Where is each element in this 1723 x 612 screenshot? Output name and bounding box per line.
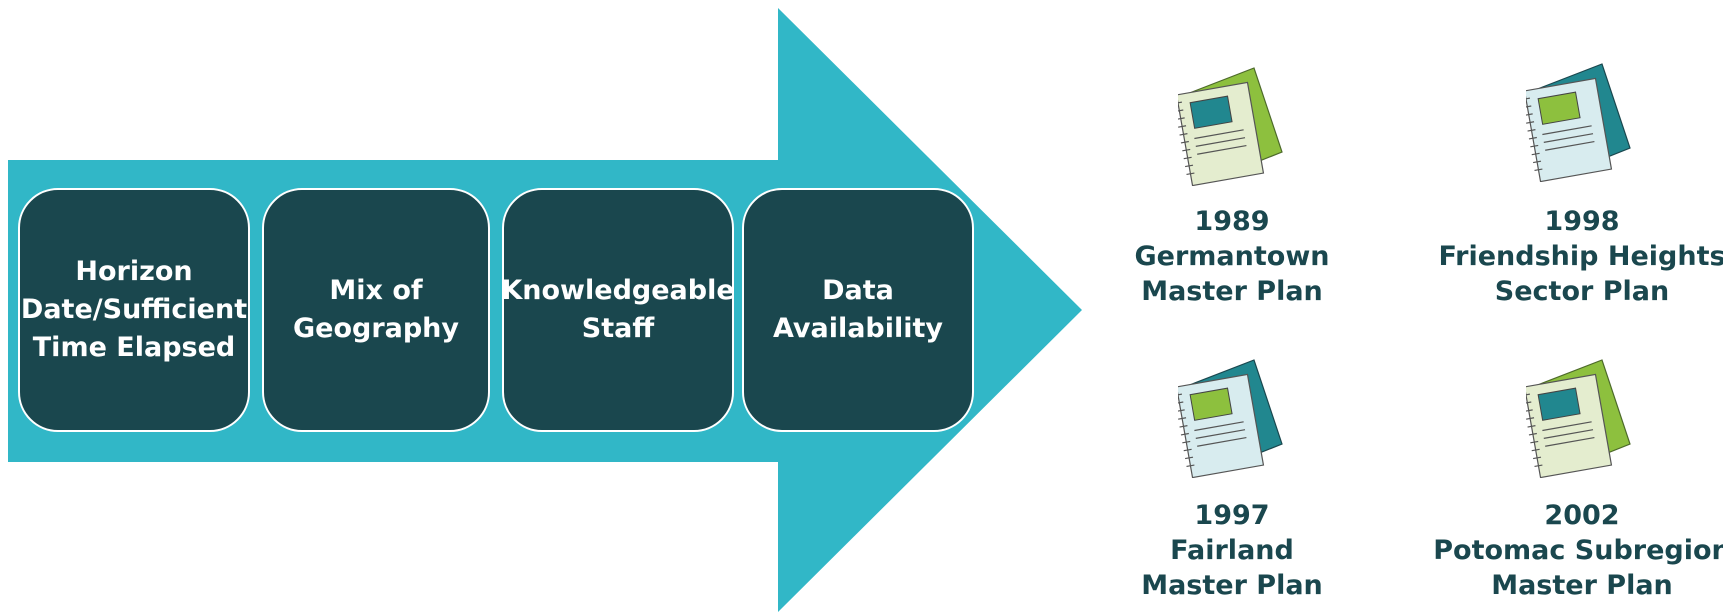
factor-label-line: Availability — [772, 313, 944, 344]
plan-year: 1989 — [1194, 206, 1270, 237]
plan-name-line2: Sector Plan — [1494, 276, 1670, 307]
plan-friendship-heights: 1998 Friendship Heights Sector Plan — [1432, 204, 1723, 309]
plan-name-line1: Potomac Subregion — [1433, 535, 1723, 566]
factor-label-line: Knowledgeable — [501, 275, 735, 306]
plan-name-line1: Germantown — [1134, 241, 1330, 272]
factor-box-data-availability: Data Availability — [742, 188, 974, 432]
plan-germantown: 1989 Germantown Master Plan — [1082, 204, 1382, 309]
plan-year: 1998 — [1544, 206, 1620, 237]
factor-label-line: Geography — [292, 313, 460, 344]
plan-year: 1997 — [1194, 500, 1270, 531]
factor-label-line: Horizon — [75, 256, 193, 287]
plan-document-icon — [1178, 67, 1283, 186]
plan-document-icon — [1526, 359, 1631, 478]
plan-name-line1: Fairland — [1170, 535, 1294, 566]
factor-box-knowledgeable-staff: Knowledgeable Staff — [501, 188, 735, 432]
plan-year: 2002 — [1544, 500, 1620, 531]
plan-document-icon — [1526, 63, 1631, 182]
plan-potomac-subregion: 2002 Potomac Subregion Master Plan — [1432, 498, 1723, 603]
factor-label-line: Mix of — [329, 275, 423, 306]
plan-name-line2: Master Plan — [1491, 570, 1673, 601]
plan-name-line2: Master Plan — [1141, 570, 1323, 601]
plan-name-line2: Master Plan — [1141, 276, 1323, 307]
plan-document-icon — [1178, 359, 1283, 478]
factor-label-line: Staff — [581, 313, 655, 344]
factor-box-mix-of-geography: Mix of Geography — [262, 188, 490, 432]
factor-label-line: Date/Sufficient — [20, 294, 248, 325]
factor-label-line: Time Elapsed — [32, 332, 236, 363]
factor-box-horizon-date: Horizon Date/Sufficient Time Elapsed — [18, 188, 250, 432]
factor-label-line: Data — [822, 275, 894, 306]
plan-fairland: 1997 Fairland Master Plan — [1082, 498, 1382, 603]
plan-name-line1: Friendship Heights — [1438, 241, 1723, 272]
